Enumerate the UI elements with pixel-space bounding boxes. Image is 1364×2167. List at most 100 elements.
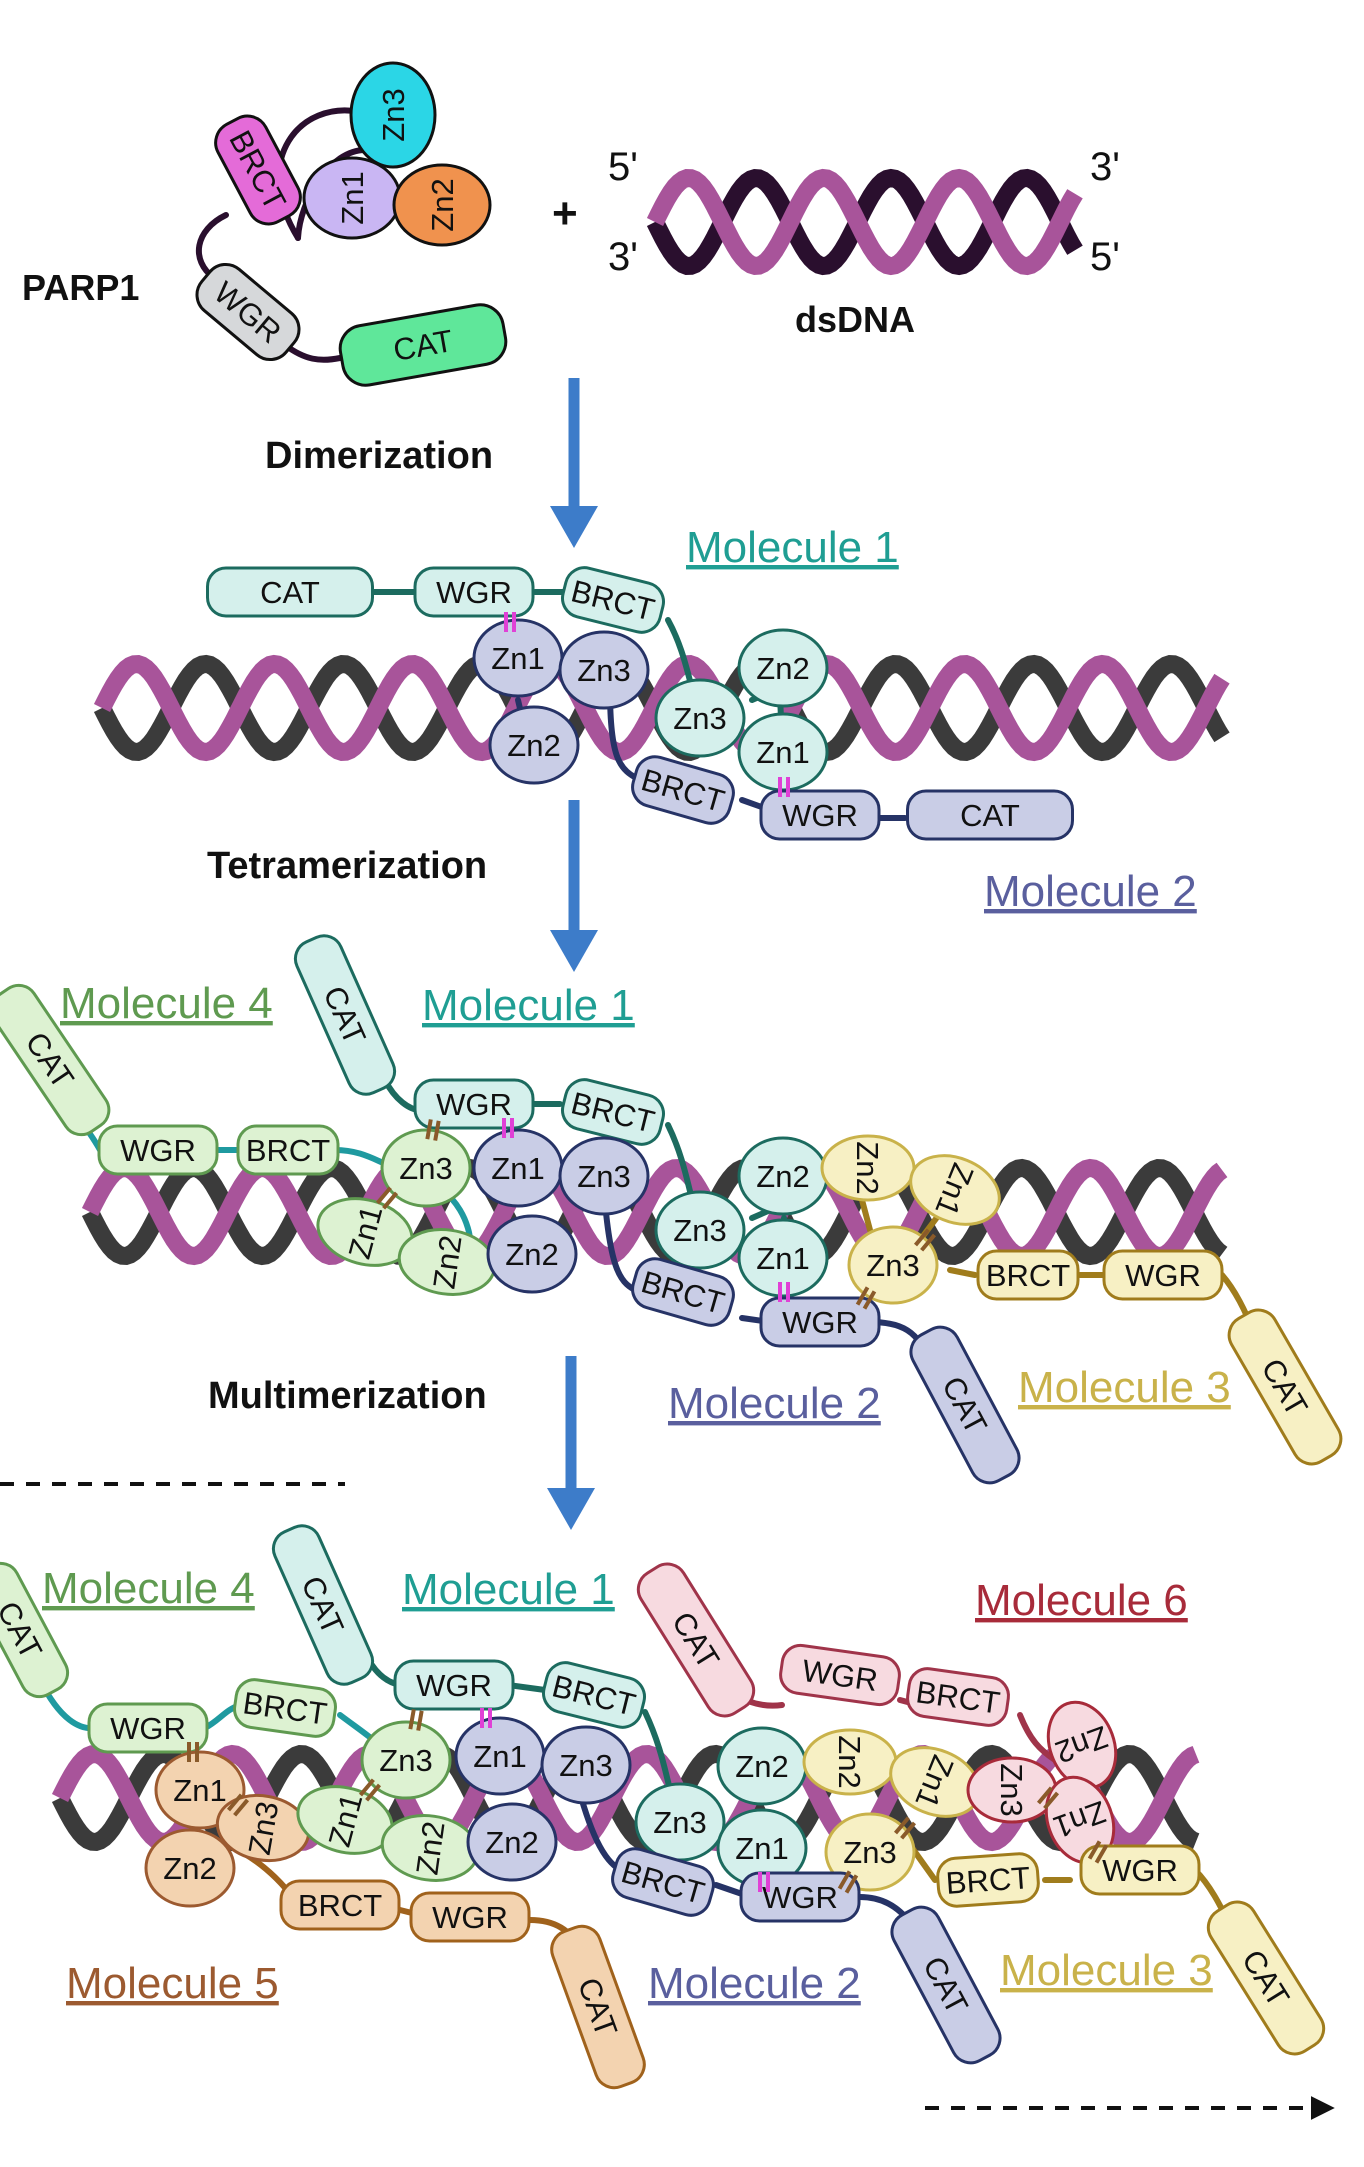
contact-mark [375, 1186, 399, 1210]
multimer-m5-wgr: WGR [409, 1891, 531, 1943]
tetramer-m2-zn1: Zn1 [472, 1128, 564, 1208]
multimer-m1-brct: BRCT [542, 1661, 646, 1729]
parp1-cat: CAT [338, 303, 508, 387]
tetramer-m2-wgr: WGR [759, 1296, 881, 1348]
multimer-m4-zn3-shape [360, 1720, 452, 1800]
dimer-m2-wgr: WGR [759, 789, 881, 841]
multimer-m5-cat-shape [550, 1924, 646, 2090]
tetramer-m1-cat-shape [293, 934, 397, 1096]
dsdna-label: dsDNA [795, 299, 915, 340]
tetramer-m2-zn3-text: Zn3 [577, 1159, 630, 1194]
tetramer-m4-wgr-shape [97, 1124, 219, 1176]
tetramer-m1-zn2-text: Zn2 [756, 1159, 809, 1194]
parp1-label: PARP1 [22, 267, 139, 308]
tetramer-m4-brct: BRCT [236, 1124, 340, 1176]
tetramer-molecule-2-label: Molecule 2 [668, 1379, 881, 1428]
multimer-molecule-4-label: Molecule 4 [42, 1564, 255, 1613]
multimer-m6-zn1: Zn1 [1044, 1775, 1116, 1865]
dimer-m1-zn2-text: Zn2 [756, 651, 809, 686]
multimer-m5-wgr-shape [409, 1891, 531, 1943]
contact-bar [416, 1710, 424, 1731]
dimer-m2-zn2-text: Zn2 [507, 728, 560, 763]
parp1-brct: BRCT [214, 114, 302, 226]
contact-bar [382, 1191, 399, 1210]
tetramer-m3-brct-shape [976, 1249, 1080, 1301]
multimer-m2-zn2-text: Zn2 [485, 1825, 538, 1860]
multimer-molecule-6-label: Molecule 6 [975, 1576, 1188, 1625]
tetramer-m3-brct-text: BRCT [986, 1258, 1070, 1293]
multimer-m2-zn2: Zn2 [466, 1802, 558, 1882]
dimer-m2-zn2: Zn2 [488, 705, 580, 785]
tetramer-molecule-1-label: Molecule 1 [422, 981, 635, 1030]
dimer-molecule-2-label: Molecule 2 [984, 867, 1197, 916]
multimer-m3-zn2: Zn2 [802, 1728, 898, 1796]
tetramer-m1-zn3: Zn3 [654, 1190, 746, 1270]
dna-strand-a [646, 168, 1083, 276]
contact-bar [844, 1874, 859, 1894]
multimer-m2-cat: CAT [890, 1905, 1002, 2065]
multimer-m1-wgr: WGR [393, 1659, 515, 1711]
contact-bar [837, 1870, 852, 1890]
tetramer-m3-zn3-shape [847, 1225, 939, 1305]
multimer-m1-zn1: Zn1 [716, 1808, 808, 1888]
multimer-m4-zn3: Zn3 [360, 1720, 452, 1800]
parp1-zn3: Zn3 [349, 61, 437, 169]
contact-mark [358, 1778, 382, 1802]
multimer-m3-wgr-shape [1079, 1844, 1201, 1896]
contact-bar [1036, 1786, 1053, 1805]
multimer-molecule-2-label: Molecule 2 [648, 1959, 861, 2008]
tetramer-m4-zn2: Zn2 [397, 1228, 497, 1296]
tetramerization-label: Tetramerization [207, 845, 487, 887]
multimer-m2-brct-shape [611, 1847, 715, 1917]
contact-bar [425, 1119, 433, 1140]
parp1-zn2-shape [392, 163, 492, 247]
three-prime-left: 3' [608, 235, 638, 279]
dimerization-label: Dimerization [265, 435, 493, 477]
arrow-head [550, 506, 598, 548]
dimer-m1-brct: BRCT [561, 566, 665, 634]
multimer-m1-wgr-text: WGR [416, 1668, 492, 1703]
dimer-m2-zn3-text: Zn3 [577, 653, 630, 688]
plus-sign: + [552, 189, 578, 238]
tetramer-m1-zn3-shape [654, 1190, 746, 1270]
tetramer-m2-cat-shape [909, 1325, 1021, 1485]
multimer-m2-zn3: Zn3 [540, 1725, 632, 1805]
multimer-m5-cat: CAT [550, 1924, 646, 2090]
tetramer-m2-zn3-shape [558, 1136, 650, 1216]
tetramer-m2-brct-shape [631, 1257, 735, 1327]
multimer-m1-zn2-text: Zn2 [735, 1749, 788, 1784]
tetramer-m4-wgr-text: WGR [120, 1133, 196, 1168]
multimer-m1-zn1-text: Zn1 [735, 1831, 788, 1866]
multimer-m3-brct-text: BRCT [945, 1860, 1032, 1901]
contact-mark [504, 612, 516, 632]
dimer-m1-cat-shape [206, 566, 374, 618]
dimer-m1-brct-shape [561, 566, 665, 634]
linker [859, 1197, 873, 1233]
multimer-m6-brct-shape [906, 1667, 1010, 1727]
tetramer-m1-brct: BRCT [561, 1078, 665, 1146]
tetramer-m3-zn3-text: Zn3 [866, 1248, 919, 1283]
dna-strand-a [93, 654, 1230, 762]
tetramer-m1-brct-shape [561, 1078, 665, 1146]
multimer-m6-zn2: Zn2 [1046, 1700, 1118, 1790]
tetramer-m2-zn1-text: Zn1 [491, 1151, 544, 1186]
contact-bar [913, 1228, 930, 1247]
multimer-m5-zn2-shape [144, 1828, 236, 1908]
parp1-zn1: Zn1 [302, 156, 402, 240]
multimer-molecule-3-label: Molecule 3 [1000, 1946, 1213, 1995]
parp1-zn2: Zn2 [392, 163, 492, 247]
multimer-m3-cat-shape [1206, 1900, 1326, 2056]
tetramer-m3-wgr: WGR [1102, 1249, 1224, 1301]
contact-mark [226, 1793, 250, 1817]
multimer-m3-cat: CAT [1206, 1900, 1326, 2056]
tetramer-m1-wgr: WGR [413, 1078, 535, 1130]
parp1-cat-shape [338, 303, 508, 387]
contact-mark [913, 1228, 937, 1252]
tetramer-m3-zn3: Zn3 [847, 1225, 939, 1305]
multimer-m2-zn3-text: Zn3 [559, 1748, 612, 1783]
tetramer-m3-zn2: Zn2 [820, 1134, 916, 1202]
contact-bar [365, 1783, 382, 1802]
dimer-m2-wgr-shape [759, 789, 881, 841]
multimer-m3-zn2-text: Zn2 [832, 1735, 867, 1788]
